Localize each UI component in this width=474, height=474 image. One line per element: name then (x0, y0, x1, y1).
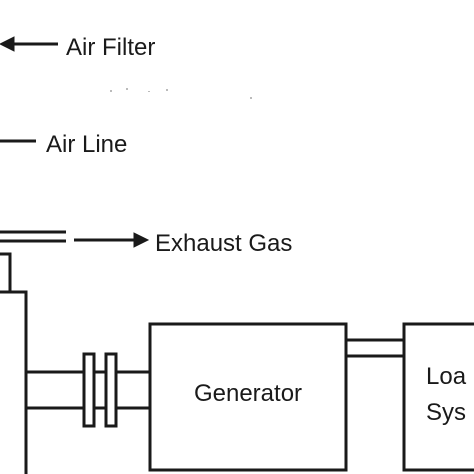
output-connection (346, 338, 404, 358)
air-filter-arrow (0, 36, 58, 52)
exhaust-gas-arrow (74, 232, 150, 248)
air-line-label: Air Line (46, 131, 127, 158)
load-system-label-line1: Loa (426, 363, 467, 390)
air-filter-label: Air Filter (66, 34, 155, 61)
exhaust-gas-label: Exhaust Gas (155, 230, 292, 257)
load-system-label-line2: Sys (426, 399, 466, 426)
exhaust-pipe (0, 230, 66, 474)
generator-box (148, 322, 348, 472)
scan-specks (110, 88, 252, 99)
load-system-box (402, 322, 474, 472)
shaft-coupling (82, 352, 118, 428)
drive-shaft (26, 370, 150, 410)
generator-label: Generator (194, 380, 302, 407)
